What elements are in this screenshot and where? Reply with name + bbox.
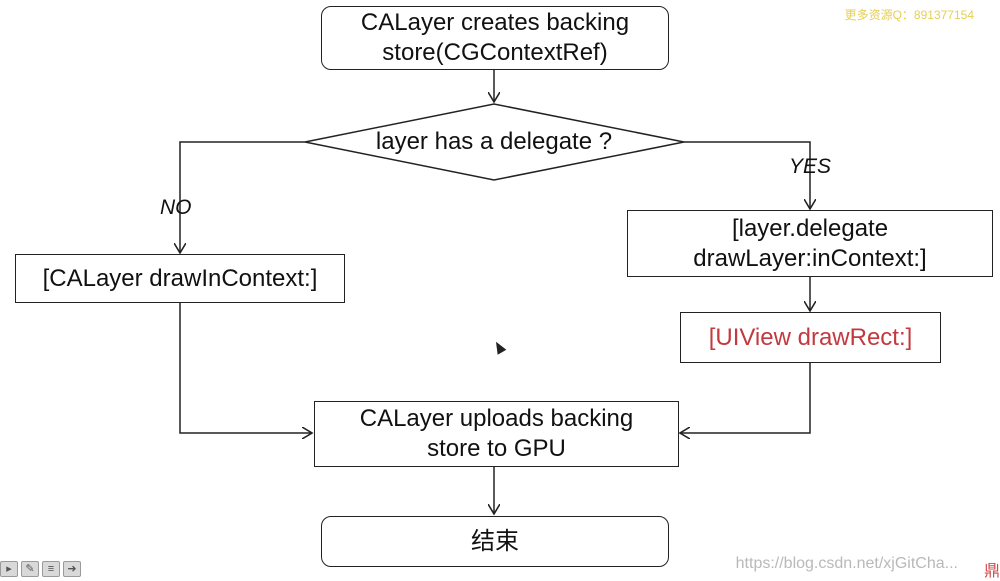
watermark-bottom-right: https://blog.csdn.net/xjGitCha...: [735, 555, 958, 572]
edge-drawincontext-to-upload: [179, 303, 312, 433]
upload-node-text: CALayer uploads backing store to GPU: [359, 405, 634, 462]
watermark-top-right: 更多资源Q：891377154: [844, 8, 974, 22]
edge-label-no: NO: [160, 196, 192, 219]
end-node-text: 结束: [471, 527, 519, 555]
upload-node: CALayer uploads backing store to GPU: [314, 401, 679, 467]
list-icon[interactable]: ≡: [42, 561, 60, 577]
drawincontext-node: [CALayer drawInContext:]: [15, 254, 345, 303]
decision-node-text: layer has a delegate ?: [375, 128, 613, 155]
edge-decision-no: [180, 141, 305, 253]
presentation-toolbar: ▸ ✎ ≡ ➜: [0, 561, 81, 577]
end-node: 结束: [321, 516, 669, 567]
drawincontext-node-text: [CALayer drawInContext:]: [42, 264, 318, 292]
delegate-draw-node: [layer.delegate drawLayer:inContext:]: [627, 210, 993, 277]
cursor-tool-icon[interactable]: ▸: [0, 561, 18, 577]
arrow-right-icon[interactable]: ➜: [63, 561, 81, 577]
pen-tool-icon[interactable]: ✎: [21, 561, 39, 577]
start-node: CALayer creates backing store(CGContextR…: [321, 6, 669, 70]
edge-decision-yes: [684, 141, 810, 209]
edge-uiview-to-upload: [680, 363, 811, 433]
site-logo: 鼎: [974, 557, 1000, 580]
delegate-draw-node-text: [layer.delegate drawLayer:inContext:]: [693, 214, 927, 272]
edge-label-yes: YES: [789, 155, 832, 178]
start-node-text: CALayer creates backing store(CGContextR…: [360, 9, 630, 66]
uiview-draw-node: [UIView drawRect:]: [680, 312, 941, 363]
uiview-draw-node-text: [UIView drawRect:]: [708, 323, 913, 351]
